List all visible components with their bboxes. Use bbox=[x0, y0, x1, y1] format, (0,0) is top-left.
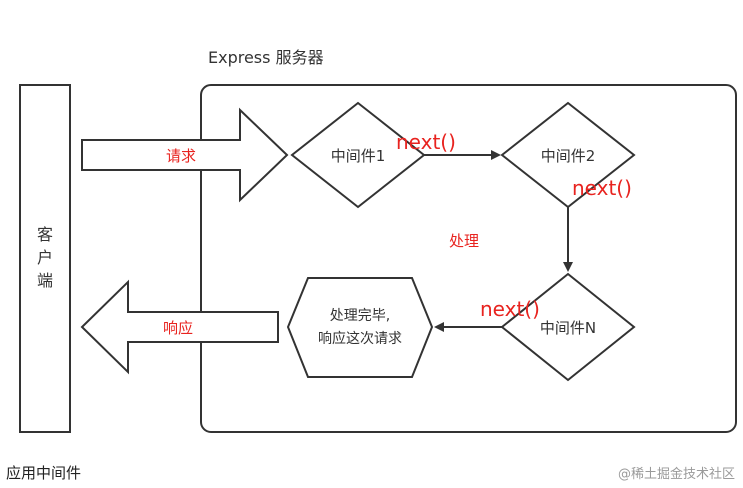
request-arrow bbox=[81, 107, 289, 203]
client-label-char-1: 客 bbox=[37, 225, 53, 244]
client-label-char-2: 户 bbox=[37, 248, 53, 267]
next-label-2: next() bbox=[572, 176, 632, 200]
done-label-line-1: 处理完毕, bbox=[330, 308, 390, 324]
middleware-1-diamond bbox=[290, 101, 426, 209]
middleware-2-label: 中间件2 bbox=[541, 147, 596, 165]
middleware-n-diamond bbox=[500, 272, 636, 382]
next-label-3: next() bbox=[480, 297, 540, 321]
response-arrow bbox=[80, 279, 279, 375]
client-box bbox=[19, 84, 71, 433]
response-label: 响应 bbox=[163, 319, 193, 337]
watermark: @稀土掘金技术社区 bbox=[617, 467, 735, 482]
done-hexagon bbox=[286, 277, 434, 378]
client-label-char-3: 端 bbox=[37, 271, 53, 290]
middleware-1-label: 中间件1 bbox=[331, 147, 386, 165]
processing-label: 处理 bbox=[449, 232, 479, 250]
server-title: Express 服务器 bbox=[208, 48, 324, 67]
request-label: 请求 bbox=[166, 147, 196, 165]
figure-caption: 应用中间件 bbox=[6, 464, 82, 482]
server-box bbox=[200, 84, 737, 433]
next-label-1: next() bbox=[396, 130, 456, 154]
done-label-line-2: 响应这次请求 bbox=[318, 330, 402, 347]
middleware-n-label: 中间件N bbox=[540, 319, 596, 337]
